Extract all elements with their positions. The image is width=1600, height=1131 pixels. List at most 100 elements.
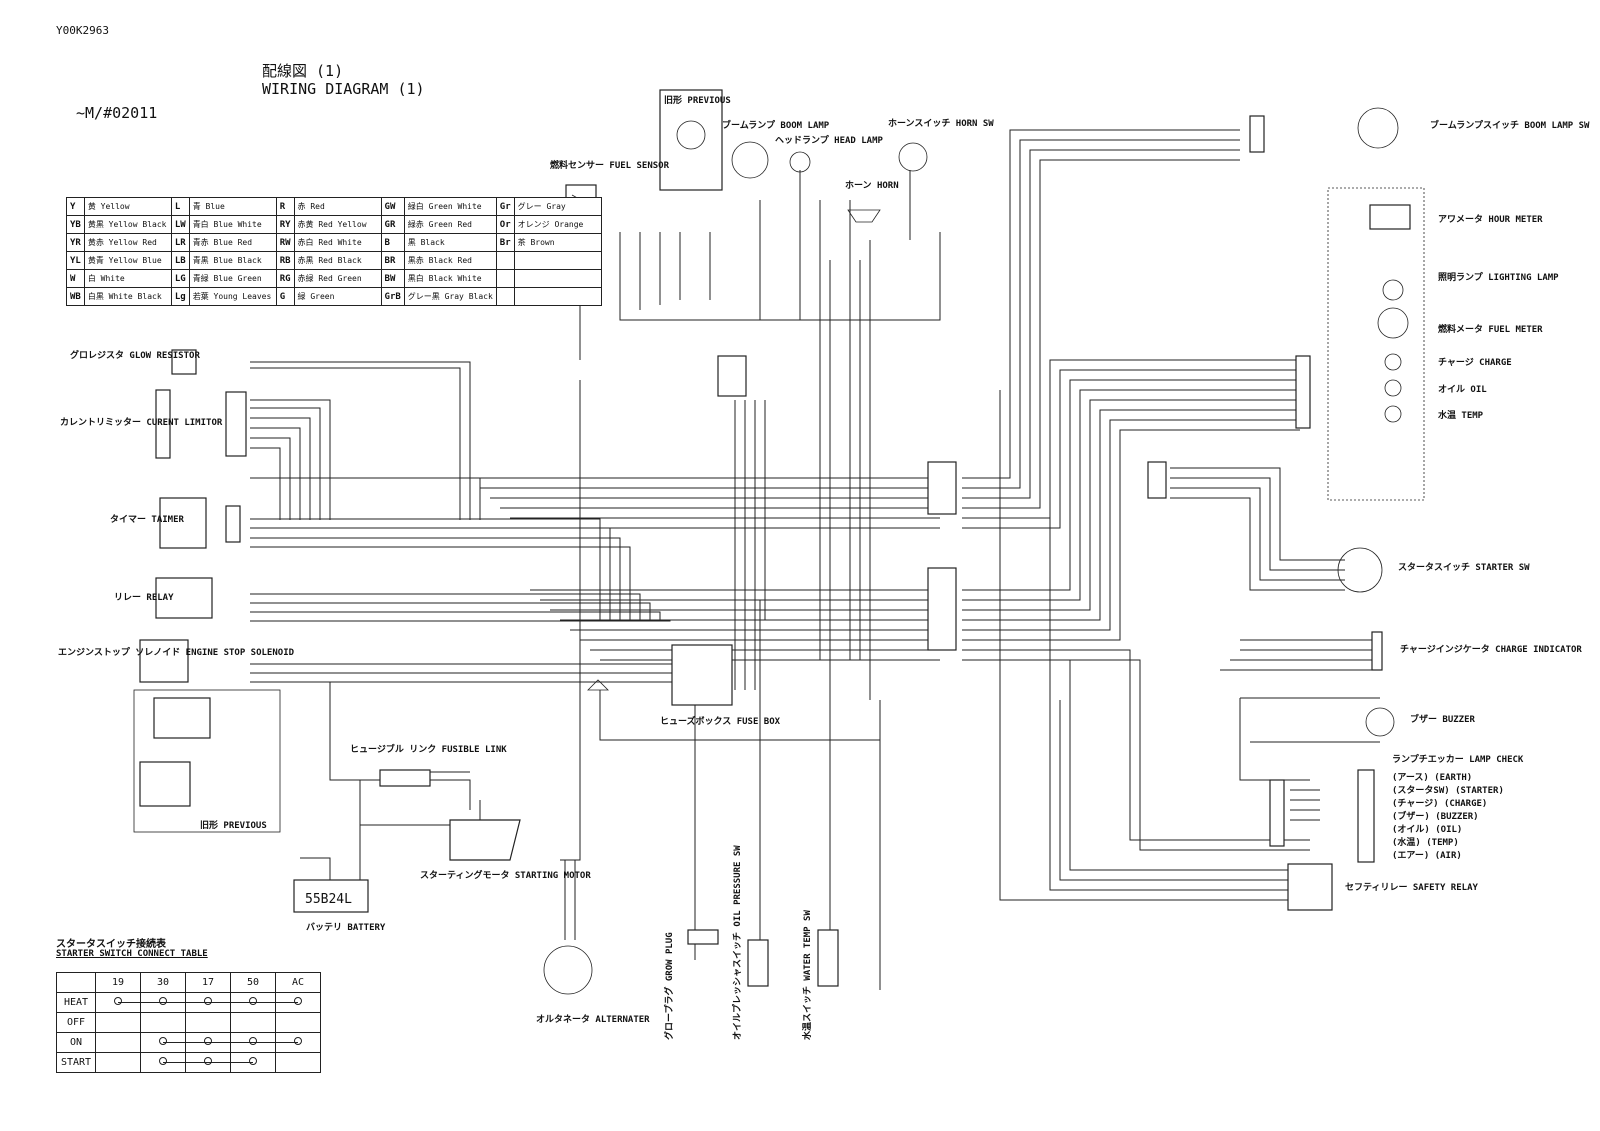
starting-motor-label: スターティングモータ STARTING MOTOR bbox=[420, 869, 591, 881]
legend-code: Br bbox=[495, 233, 515, 252]
connect-table-cell bbox=[230, 1012, 276, 1033]
legend-name: 黄 Yellow bbox=[83, 197, 172, 216]
starter-sw-label: スタータスイッチ STARTER SW bbox=[1398, 561, 1530, 573]
legend-name bbox=[513, 287, 602, 306]
oil-label: オイル OIL bbox=[1438, 384, 1487, 395]
oil-pressure-sw-label: オイルプレッシャスイッチ OIL PRESSURE SW bbox=[731, 845, 743, 1040]
legend-code: BR bbox=[380, 251, 405, 270]
legend-name: 青黒 Blue Black bbox=[188, 251, 277, 270]
lamp-check-item: (ブザー) (BUZZER) bbox=[1392, 810, 1479, 822]
connect-table-column: 30 bbox=[140, 972, 186, 993]
lamp-check-item: (チャージ) (CHARGE) bbox=[1392, 798, 1487, 809]
horn-icon bbox=[847, 209, 881, 223]
fuel-sensor-label: 燃料センサー FUEL SENSOR bbox=[550, 159, 670, 171]
legend-name: 黒 Black bbox=[403, 233, 497, 252]
battery-label: バッテリ BATTERY bbox=[306, 922, 386, 933]
starter-sw-connector bbox=[1147, 461, 1167, 499]
head-lamp-icon bbox=[789, 151, 811, 173]
connect-table-cell bbox=[140, 992, 186, 1013]
legend-name: 緑赤 Green Red bbox=[403, 215, 497, 234]
buzzer-icon bbox=[1365, 707, 1395, 737]
legend-code: W bbox=[66, 269, 85, 288]
legend-code: Lg bbox=[170, 287, 190, 306]
oil-lamp-icon bbox=[1384, 379, 1402, 397]
relay-icon bbox=[155, 577, 213, 619]
lamp-check-item: (オイル) (OIL) bbox=[1392, 824, 1462, 835]
legend-code: YL bbox=[66, 251, 85, 270]
legend-name: 黄赤 Yellow Red bbox=[83, 233, 172, 252]
starter-switch-icon bbox=[1337, 547, 1383, 593]
center-connector-lower bbox=[927, 567, 957, 651]
legend-code: G bbox=[275, 287, 295, 306]
legend-name: 白黒 White Black bbox=[83, 287, 172, 306]
horn-switch-icon bbox=[898, 142, 928, 172]
connect-table-cell bbox=[95, 1032, 141, 1053]
boom-lamp-switch-icon bbox=[1357, 107, 1399, 149]
water-temp-sw-label: 水温スイッチ WATER TEMP SW bbox=[801, 910, 813, 1040]
connect-table-column: 50 bbox=[230, 972, 276, 993]
hour-meter-icon bbox=[1369, 204, 1411, 230]
previous-relay-icon bbox=[153, 697, 211, 739]
water-temp-switch-icon bbox=[817, 929, 839, 987]
connect-table-column: 19 bbox=[95, 972, 141, 993]
temp-label: 水温 TEMP bbox=[1438, 409, 1484, 421]
grow-plug-label: グロープラグ GROW PLUG bbox=[663, 932, 675, 1040]
center-connector-upper bbox=[927, 461, 957, 515]
alternater-label: オルタネータ ALTERNATER bbox=[536, 1013, 650, 1025]
connect-table-title-en: STARTER SWITCH CONNECT TABLE bbox=[56, 949, 208, 959]
lamp-check-item: (水温) (TEMP) bbox=[1392, 836, 1459, 848]
legend-name: 黄青 Yellow Blue bbox=[83, 251, 172, 270]
legend-code: RW bbox=[275, 233, 295, 252]
connect-table-cell bbox=[185, 992, 231, 1013]
charge-indicator-icon bbox=[1371, 631, 1383, 671]
legend-name: オレンジ Orange bbox=[513, 215, 602, 234]
connect-table-title-jp: スタータスイッチ接続表 bbox=[56, 939, 166, 950]
connect-table-cell bbox=[185, 1012, 231, 1033]
legend-name bbox=[513, 251, 602, 270]
legend-code: YR bbox=[66, 233, 85, 252]
meter-panel bbox=[1327, 187, 1425, 501]
taimer-icon bbox=[159, 497, 207, 549]
legend-code: YB bbox=[66, 215, 85, 234]
previous-lamp-icon bbox=[676, 120, 706, 150]
connect-table-cell bbox=[95, 1012, 141, 1033]
legend-name: 赤黄 Red Yellow bbox=[293, 215, 382, 234]
hour-meter-label: アワメータ HOUR METER bbox=[1438, 213, 1543, 225]
serial-number: ~M/#02011 bbox=[76, 104, 157, 122]
connect-table-cell bbox=[95, 1052, 141, 1073]
legend-name: 赤黒 Red Black bbox=[293, 251, 382, 270]
taimer-label: タイマー TAIMER bbox=[110, 513, 185, 525]
lamp-check-item: (アース) (EARTH) bbox=[1392, 772, 1472, 783]
fuel-meter-label: 燃料メータ FUEL METER bbox=[1438, 323, 1543, 335]
legend-name: 黒白 Black White bbox=[403, 269, 497, 288]
legend-name: 緑 Green bbox=[293, 287, 382, 306]
fusible-link-label: ヒュージブル リンク FUSIBLE LINK bbox=[350, 743, 507, 755]
lamp-check-item: (スタータSW) (STARTER) bbox=[1392, 784, 1504, 796]
title-jp: 配線図 (1) bbox=[262, 62, 343, 80]
legend-code: LG bbox=[170, 269, 190, 288]
head-lamp-label: ヘッドランプ HEAD LAMP bbox=[775, 134, 883, 146]
legend-name bbox=[513, 269, 602, 288]
boom-lamp-icon bbox=[731, 141, 769, 179]
legend-code bbox=[495, 287, 515, 306]
legend-code: LB bbox=[170, 251, 190, 270]
horn-label: ホーン HORN bbox=[845, 180, 899, 191]
boom-lamp-label: ブームランプ BOOM LAMP bbox=[722, 119, 830, 131]
connect-table-cell bbox=[275, 1032, 321, 1053]
lighting-lamp-label: 照明ランプ LIGHTING LAMP bbox=[1438, 271, 1559, 283]
grow-plug-icon bbox=[687, 929, 719, 945]
legend-name: 青 Blue bbox=[188, 197, 277, 216]
meter-connector bbox=[1295, 355, 1311, 429]
fuse-box-icon bbox=[671, 644, 733, 706]
connect-table-column: AC bbox=[275, 972, 321, 993]
connect-table-cell bbox=[275, 1052, 321, 1073]
legend-code: R bbox=[275, 197, 295, 216]
connect-table-cell bbox=[275, 1012, 321, 1033]
legend-code: GR bbox=[380, 215, 405, 234]
